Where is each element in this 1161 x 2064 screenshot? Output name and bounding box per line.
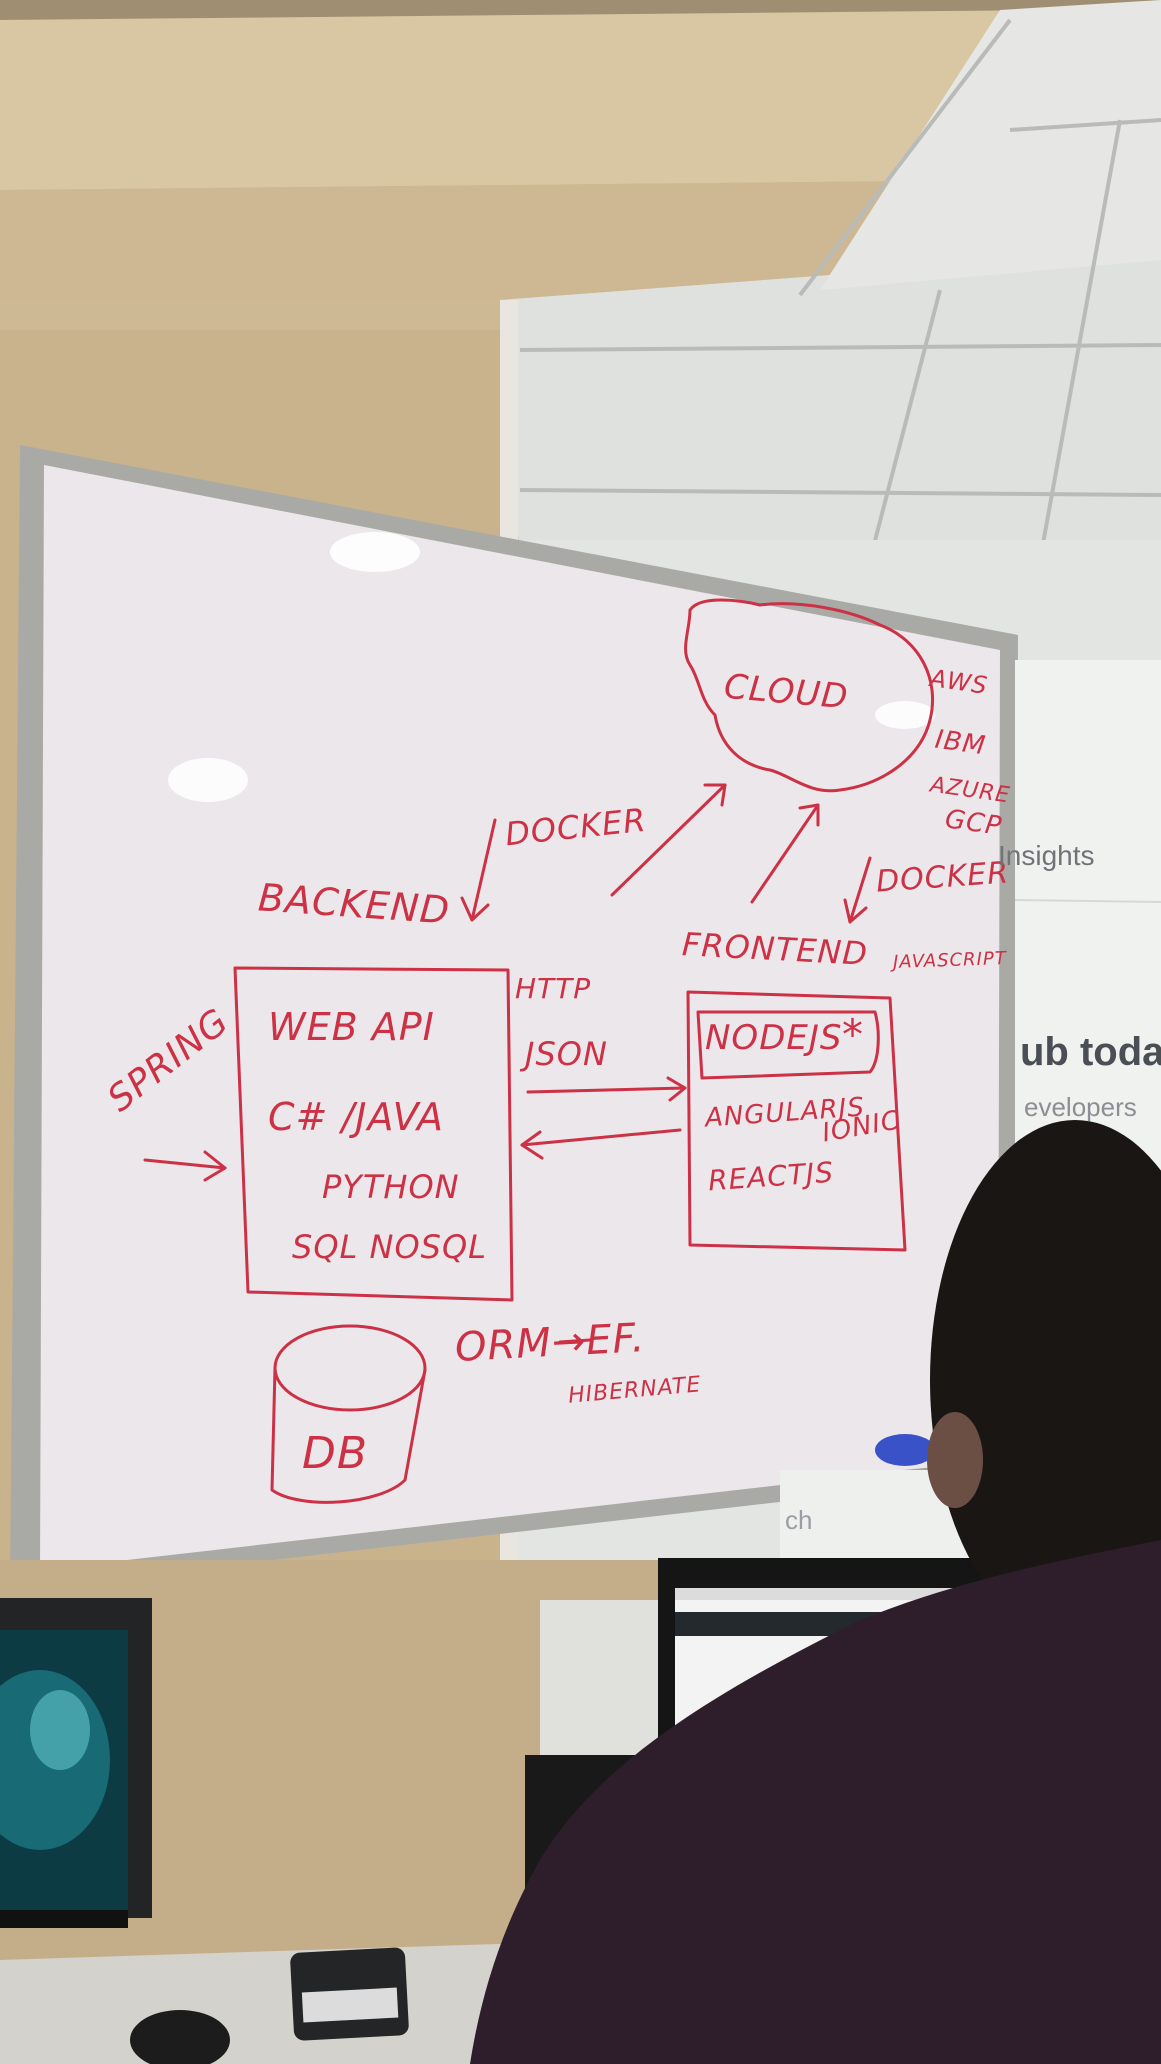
- backend-web-api: WEB API: [268, 1005, 435, 1049]
- frontend-label: FRONTEND: [681, 925, 869, 973]
- projection-tab-label: Insights: [998, 840, 1095, 871]
- backend-csharp-java: C# /JAVA: [268, 1095, 444, 1139]
- cloud-provider-aws: AWS: [928, 664, 990, 700]
- cloud-label: CLOUD: [722, 666, 850, 718]
- frontend-reactjs: REACTJS: [707, 1155, 835, 1198]
- orm-label: ORM→EF.: [453, 1315, 647, 1371]
- db-label: DB: [302, 1428, 369, 1479]
- backend-sql-nosql: SQL NOSQL: [292, 1228, 487, 1266]
- projection-subline: evelopers: [1024, 1092, 1137, 1122]
- javascript-label: JAVASCRIPT: [892, 948, 1008, 973]
- projection-search-hint: ch: [785, 1505, 813, 1535]
- docker-left-label: DOCKER: [503, 800, 649, 854]
- projection-headline: ub toda: [1020, 1030, 1161, 1074]
- backend-label: BACKEND: [256, 875, 452, 933]
- json-label: JSON: [525, 1035, 608, 1073]
- hibernate-label: HIBERNATE: [567, 1372, 703, 1409]
- cloud-provider-gcp: GCP: [943, 804, 1004, 842]
- frontend-nodejs: NODEJS: [705, 1018, 843, 1058]
- docker-right-label: DOCKER: [874, 855, 1011, 900]
- cloud-provider-azure: AZURE: [928, 772, 1012, 809]
- frontend-star: *: [842, 1010, 864, 1059]
- cloud-provider-ibm: IBM: [933, 724, 988, 762]
- http-label: HTTP: [515, 972, 592, 1005]
- spring-label: SPRING: [100, 1000, 237, 1121]
- backend-python: PYTHON: [322, 1168, 460, 1206]
